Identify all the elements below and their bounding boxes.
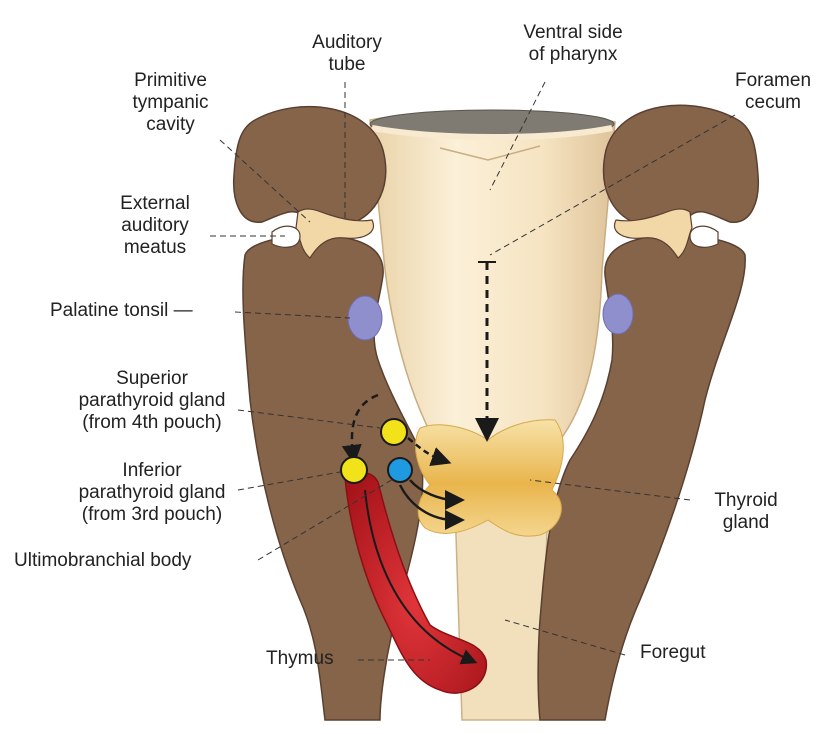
label-thyroid-line-1: Thyroid [696, 490, 796, 512]
label-inferior-parathyroid-line-1: Inferior [62, 460, 242, 482]
label-superior-parathyroid: Superior parathyroid gland (from 4th pou… [62, 368, 242, 434]
label-foregut-text: Foregut [640, 642, 705, 664]
label-primitive-tympanic-line-2: tympanic [108, 92, 233, 114]
label-palatine-tonsil-text: Palatine tonsil — [50, 300, 193, 322]
label-external-auditory-line-1: External [100, 193, 210, 215]
label-external-auditory-line-2: auditory [100, 215, 210, 237]
label-ultimobranchial: Ultimobranchial body [14, 550, 191, 572]
label-inferior-parathyroid: Inferior parathyroid gland (from 3rd pou… [62, 460, 242, 526]
left-external-meatus [272, 226, 300, 247]
label-auditory-tube-line-1: Auditory [292, 32, 402, 54]
label-primitive-tympanic: Primitive tympanic cavity [108, 70, 233, 136]
label-external-auditory-line-3: meatus [100, 237, 210, 259]
label-thyroid: Thyroid gland [696, 490, 796, 534]
label-primitive-tympanic-line-1: Primitive [108, 70, 233, 92]
superior-parathyroid-dot [381, 419, 407, 445]
label-ultimobranchial-text: Ultimobranchial body [14, 550, 191, 572]
label-ventral-pharynx-line-2: of pharynx [508, 44, 638, 66]
label-primitive-tympanic-line-3: cavity [108, 114, 233, 136]
label-superior-parathyroid-line-1: Superior [62, 368, 242, 390]
right-palatine-tonsil [603, 294, 633, 334]
label-inferior-parathyroid-line-2: parathyroid gland [62, 482, 242, 504]
label-external-auditory: External auditory meatus [100, 193, 210, 259]
label-foramen-cecum-line-1: Foramen [720, 70, 826, 92]
inferior-parathyroid-dot [341, 457, 367, 483]
label-inferior-parathyroid-line-3: (from 3rd pouch) [62, 504, 242, 526]
label-ventral-pharynx: Ventral side of pharynx [508, 22, 638, 66]
right-external-meatus [690, 226, 718, 247]
label-auditory-tube: Auditory tube [292, 32, 402, 76]
ultimobranchial-dot [388, 458, 412, 482]
label-auditory-tube-line-2: tube [292, 54, 402, 76]
label-foramen-cecum: Foramen cecum [720, 70, 826, 114]
label-palatine-tonsil: Palatine tonsil — [50, 300, 193, 322]
label-thymus: Thymus [266, 648, 334, 670]
left-palatine-tonsil [348, 296, 382, 340]
label-superior-parathyroid-line-2: parathyroid gland [62, 390, 242, 412]
label-thyroid-line-2: gland [696, 512, 796, 534]
label-thymus-text: Thymus [266, 648, 334, 670]
pharynx-body [370, 111, 615, 470]
label-foregut: Foregut [640, 642, 705, 664]
label-superior-parathyroid-line-3: (from 4th pouch) [62, 412, 242, 434]
label-ventral-pharynx-line-1: Ventral side [508, 22, 638, 44]
label-foramen-cecum-line-2: cecum [720, 92, 826, 114]
